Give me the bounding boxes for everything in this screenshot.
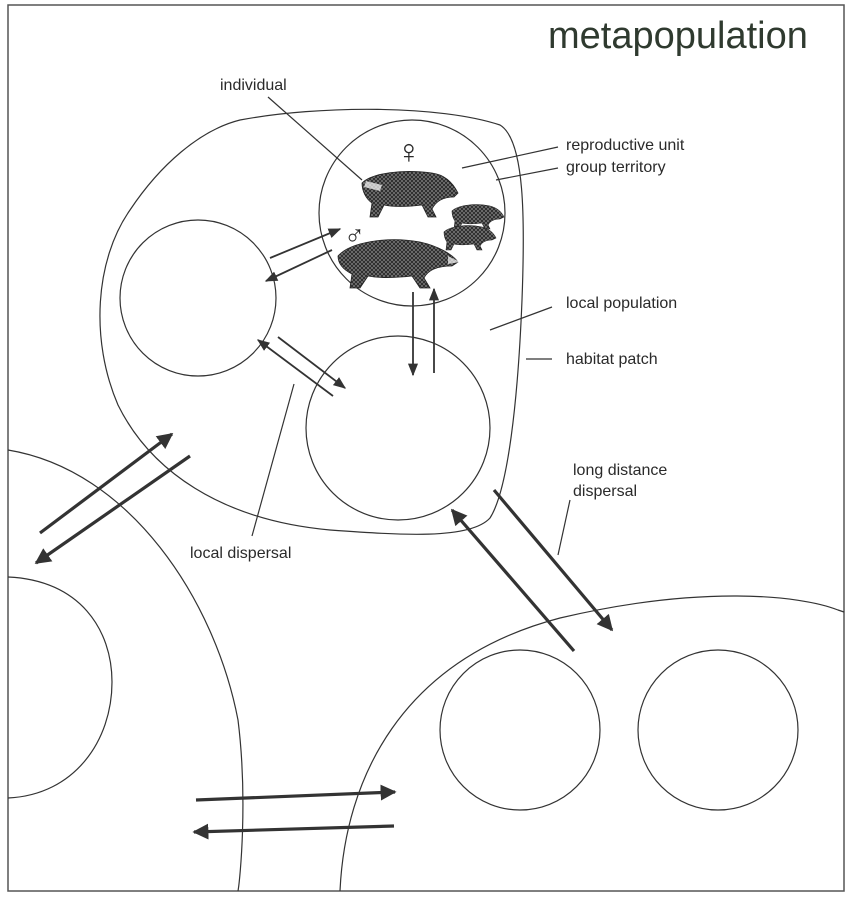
female-symbol: ♀ — [396, 133, 422, 171]
local-dispersal-arrow — [270, 229, 340, 258]
long-distance-leader-line — [558, 500, 570, 555]
long-distance-dispersal-arrow — [196, 792, 395, 800]
bottom-local-population-2 — [638, 650, 798, 810]
diagram-title: metapopulation — [548, 15, 808, 57]
long-distance-dispersal-arrow — [494, 490, 612, 630]
local-population-bottom — [306, 336, 490, 520]
bottom-right-habitat-patch — [340, 596, 844, 891]
long-distance-dispersal-arrow — [194, 826, 394, 832]
badger-icon — [444, 226, 496, 250]
main-habitat-patch — [100, 109, 523, 534]
badger-icon — [452, 205, 504, 229]
local-dispersal-arrow — [258, 340, 333, 396]
long-distance-dispersal-arrow — [452, 510, 574, 651]
label-group-territory: group territory — [566, 159, 666, 176]
label-long-distance: long distance — [573, 462, 667, 479]
badger-icon — [362, 171, 458, 217]
label-habitat-patch: habitat patch — [566, 351, 658, 368]
long-distance-dispersal-arrow — [36, 456, 190, 563]
label-local-population: local population — [566, 295, 677, 312]
local-dispersal-leader-line — [252, 384, 294, 536]
local-population-left — [120, 220, 276, 376]
label-local-dispersal: local dispersal — [190, 545, 291, 562]
left-local-population — [8, 577, 112, 798]
label-dispersal: dispersal — [573, 483, 637, 500]
reproductive-unit-leader-line — [462, 147, 558, 168]
group-territory-leader-line — [496, 168, 558, 180]
label-individual: individual — [220, 77, 287, 94]
male-symbol: ♂ — [344, 220, 365, 251]
bottom-local-population-1 — [440, 650, 600, 810]
frame-border — [8, 5, 844, 891]
left-habitat-patch — [8, 450, 243, 891]
label-reproductive-unit: reproductive unit — [566, 137, 685, 154]
